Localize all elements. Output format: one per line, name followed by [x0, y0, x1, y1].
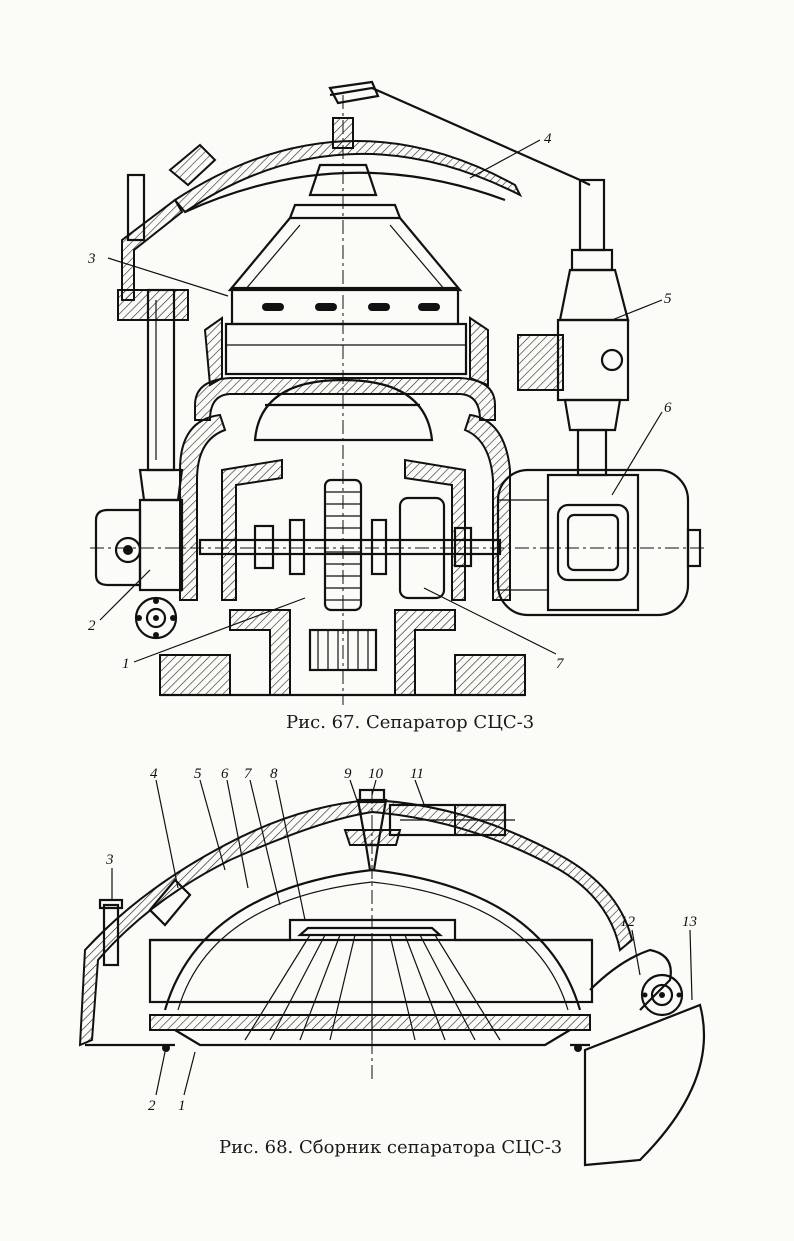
label-5: 5: [664, 291, 672, 307]
label-4-fig68: 4: [150, 766, 158, 782]
figure-67-caption: Рис. 67. Сепаратор СЦС-3: [286, 712, 535, 733]
label-12-fig68: 12: [620, 914, 636, 930]
label-10-fig68: 10: [368, 766, 384, 782]
label-9-fig68: 9: [344, 766, 352, 782]
figure-68-collector-drawing: 4 5 6 7 8 9 10 11 3 12 13 2 1: [78, 766, 706, 1167]
label-3-fig68: 3: [105, 852, 114, 868]
label-1: 1: [122, 656, 130, 672]
label-5-fig68: 5: [194, 766, 202, 782]
label-2: 2: [88, 618, 96, 634]
figure-68-caption: Рис. 68. Сборник сепаратора СЦС-3: [219, 1137, 563, 1158]
label-11-fig68: 11: [410, 766, 424, 782]
label-13-fig68: 13: [682, 914, 697, 930]
label-6-fig68: 6: [221, 766, 229, 782]
figure-67-separator-drawing: 3 4 5 6 2 1 7: [87, 80, 705, 705]
label-7: 7: [556, 656, 565, 672]
label-3: 3: [87, 251, 96, 267]
label-8-fig68: 8: [270, 766, 278, 782]
label-4: 4: [544, 131, 552, 147]
label-6: 6: [664, 400, 672, 416]
label-1-fig68: 1: [178, 1098, 186, 1114]
label-2-fig68: 2: [148, 1098, 156, 1114]
label-7-fig68: 7: [244, 766, 253, 782]
